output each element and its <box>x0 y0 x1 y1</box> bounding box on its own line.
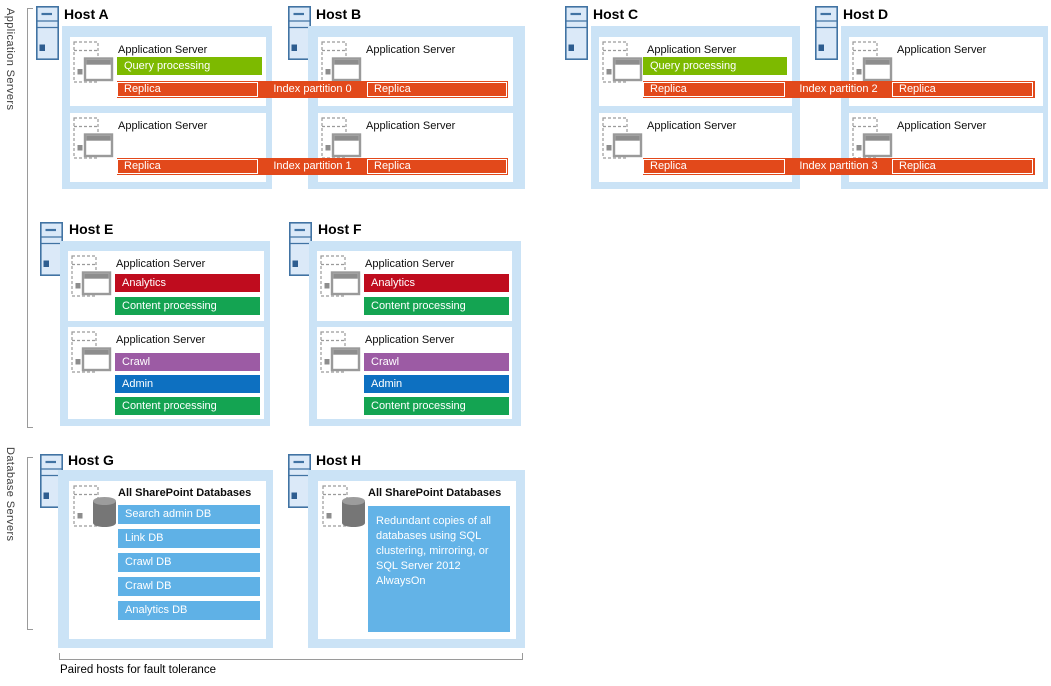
host-title: Host H <box>316 452 362 468</box>
index-partition-label: Index partition 3 <box>799 160 878 172</box>
server-tower-icon <box>36 6 59 60</box>
application-window-icon <box>321 41 362 83</box>
db-bar: Search admin DB <box>118 505 260 524</box>
admin-bar: Admin <box>364 375 509 393</box>
application-window-icon <box>852 41 893 83</box>
app-server-label: Application Server <box>118 120 208 132</box>
app-server-label: Application Server <box>365 258 455 270</box>
server-tower-icon <box>40 222 63 276</box>
app-server-box: Application Server Analytics Content pro… <box>317 251 512 321</box>
host-title: Host A <box>64 6 109 22</box>
content-processing-bar: Content processing <box>115 397 260 415</box>
analytics-bar: Analytics <box>364 274 509 292</box>
crawl-bar: Crawl <box>364 353 509 371</box>
host-title: Host G <box>68 452 114 468</box>
app-server-label: Application Server <box>118 44 208 56</box>
db-bar: Crawl DB <box>118 577 260 596</box>
redundancy-note-box: Redundant copies of all databases using … <box>368 506 510 632</box>
application-window-icon <box>71 331 112 373</box>
db-header-label: All SharePoint Databases <box>368 487 502 499</box>
db-header-label: All SharePoint Databases <box>118 487 252 499</box>
host-title: Host E <box>69 221 114 237</box>
db-bar: Crawl DB <box>118 553 260 572</box>
content-processing-bar: Content processing <box>364 397 509 415</box>
index-partition-bar: Replica Index partition 0 Replica <box>117 81 508 98</box>
app-server-label: Application Server <box>366 44 456 56</box>
application-window-icon <box>602 41 643 83</box>
index-partition-label: Index partition 1 <box>273 160 352 172</box>
application-window-icon <box>73 41 114 83</box>
index-partition-bar: Replica Index partition 2 Replica <box>643 81 1035 98</box>
analytics-bar: Analytics <box>115 274 260 292</box>
index-partition-bar: Replica Index partition 3 Replica <box>643 158 1035 175</box>
application-servers-bracket <box>27 8 33 428</box>
application-servers-side-label: Application Servers <box>4 8 16 111</box>
app-server-label: Application Server <box>897 120 987 132</box>
database-servers-bracket <box>27 457 33 630</box>
replica-box: Replica <box>367 82 507 97</box>
app-server-label: Application Server <box>116 334 206 346</box>
index-partition-bar: Replica Index partition 1 Replica <box>117 158 508 175</box>
replica-box: Replica <box>643 159 785 174</box>
host-title: Host C <box>593 6 639 22</box>
database-servers-side-label: Database Servers <box>4 447 16 542</box>
index-partition-label: Index partition 2 <box>799 83 878 95</box>
db-bar: Analytics DB <box>118 601 260 620</box>
app-server-label: Application Server <box>365 334 455 346</box>
server-tower-icon <box>815 6 838 60</box>
index-partition-label: Index partition 0 <box>273 83 352 95</box>
app-server-box: Application Server Query processing <box>599 37 792 106</box>
replica-box: Replica <box>117 82 258 97</box>
host-title: Host B <box>316 6 362 22</box>
replica-box: Replica <box>892 82 1033 97</box>
application-window-icon <box>321 117 362 159</box>
app-server-label: Application Server <box>116 258 206 270</box>
paired-hosts-bracket <box>59 653 523 660</box>
server-tower-icon <box>565 6 588 60</box>
replica-box: Replica <box>643 82 785 97</box>
app-server-label: Application Server <box>366 120 456 132</box>
application-window-icon <box>320 255 361 297</box>
database-cylinder-icon <box>322 485 365 527</box>
replica-box: Replica <box>117 159 258 174</box>
query-processing-bar: Query processing <box>643 57 787 75</box>
content-processing-bar: Content processing <box>364 297 509 315</box>
app-server-box: Application Server Analytics Content pro… <box>68 251 264 321</box>
app-server-box: Application Server Crawl Admin Content p… <box>68 327 264 419</box>
app-server-box: Application Server <box>599 113 792 182</box>
app-server-box: Application Server Crawl Admin Content p… <box>317 327 512 419</box>
crawl-bar: Crawl <box>115 353 260 371</box>
app-server-label: Application Server <box>897 44 987 56</box>
db-bar: Link DB <box>118 529 260 548</box>
host-title: Host D <box>843 6 889 22</box>
application-window-icon <box>71 255 112 297</box>
query-processing-bar: Query processing <box>117 57 262 75</box>
paired-hosts-label: Paired hosts for fault tolerance <box>60 664 216 676</box>
application-window-icon <box>852 117 893 159</box>
content-processing-bar: Content processing <box>115 297 260 315</box>
replica-box: Replica <box>367 159 507 174</box>
replica-box: Replica <box>892 159 1033 174</box>
host-title: Host F <box>318 221 362 237</box>
app-server-label: Application Server <box>647 44 737 56</box>
application-window-icon <box>320 331 361 373</box>
database-box: All SharePoint Databases Search admin DB… <box>69 481 266 639</box>
admin-bar: Admin <box>115 375 260 393</box>
server-tower-icon <box>288 454 311 508</box>
database-cylinder-icon <box>73 485 116 527</box>
application-window-icon <box>602 117 643 159</box>
database-box: All SharePoint Databases Redundant copie… <box>318 481 516 639</box>
server-tower-icon <box>40 454 63 508</box>
app-server-label: Application Server <box>647 120 737 132</box>
server-tower-icon <box>288 6 311 60</box>
application-window-icon <box>73 117 114 159</box>
server-tower-icon <box>289 222 312 276</box>
